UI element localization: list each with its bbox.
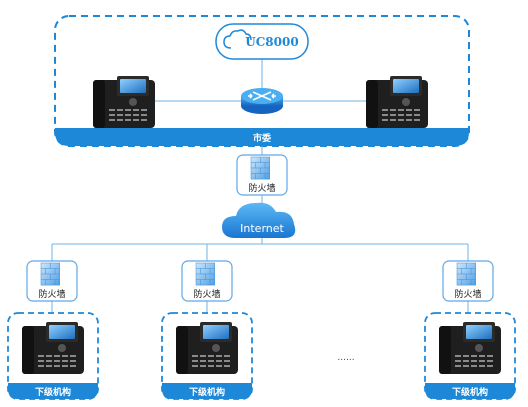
branch-band-label: 下级机构	[35, 386, 71, 398]
branch-band	[162, 383, 252, 399]
firewall-icon	[456, 262, 476, 286]
firewall-icon	[195, 262, 215, 286]
branch-phone	[176, 322, 238, 374]
branch-band-label: 下级机构	[452, 386, 488, 398]
cloud-outline-icon	[223, 29, 252, 49]
branch-1: 下级机构	[7, 312, 99, 400]
firewall-label: 防火墙	[193, 288, 220, 300]
branch-phone	[439, 322, 501, 374]
branch-band	[8, 383, 98, 399]
firewall-label: 防火墙	[38, 288, 65, 300]
router-icon	[241, 88, 283, 114]
firewall-icon	[250, 156, 270, 180]
cloud-icon	[222, 202, 296, 238]
branch-3: 下级机构	[424, 312, 516, 400]
uc8000-server[interactable]: UC8000	[215, 23, 309, 60]
branch-firewall-1: 防火墙	[26, 260, 78, 302]
firewall-label: 防火墙	[248, 182, 275, 194]
firewall-icon	[40, 262, 60, 286]
branch-band-label: 下级机构	[189, 386, 225, 398]
hq-container: 市委 UC8000	[54, 15, 470, 147]
more-branches-ellipsis: ......	[337, 353, 354, 363]
internet-cloud: Internet	[222, 202, 296, 238]
branch-2: 下级机构	[161, 312, 253, 400]
hq-phone-left	[93, 76, 155, 128]
server-label: UC8000	[245, 35, 298, 49]
hq-band	[55, 128, 469, 146]
hq-phone-right	[366, 76, 428, 128]
branch-phone	[22, 322, 84, 374]
branch-firewall-2: 防火墙	[181, 260, 233, 302]
branch-firewall-3: 防火墙	[442, 260, 494, 302]
branch-band	[425, 383, 515, 399]
center-firewall: 防火墙	[236, 154, 288, 196]
hq-band-label: 市委	[253, 132, 272, 144]
cloud-label: Internet	[240, 222, 284, 235]
server-pill	[215, 23, 309, 60]
firewall-label: 防火墙	[454, 288, 481, 300]
distribution-lines	[51, 238, 469, 313]
